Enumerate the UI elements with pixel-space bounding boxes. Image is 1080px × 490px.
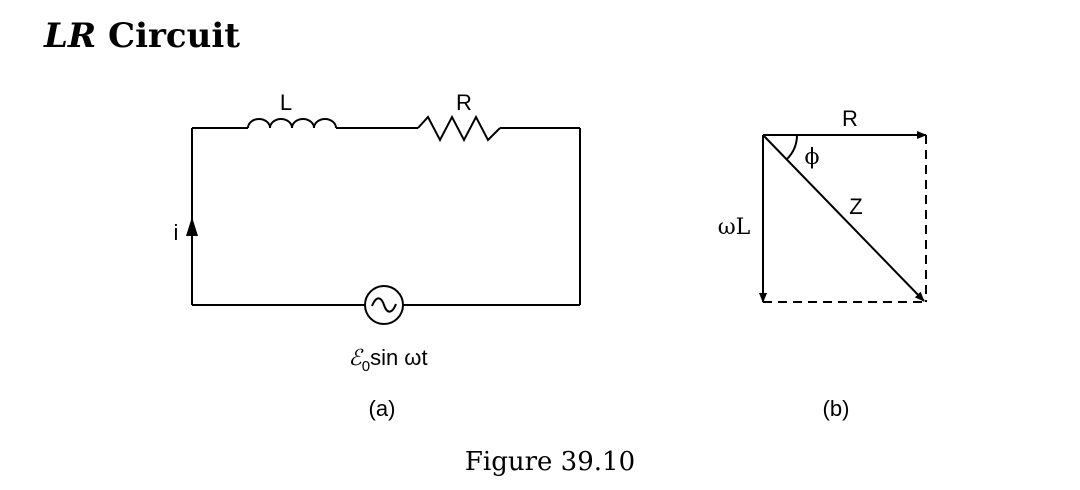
z-phasor-arrow (762, 134, 925, 302)
resistor-label: R (456, 90, 472, 115)
wl-phasor-label: ωL (718, 215, 751, 240)
emf-symbol: ℰ (348, 346, 364, 371)
title-text: Circuit (108, 16, 240, 56)
panel-label-a: (a) (369, 396, 396, 421)
emf-subscript: 0 (362, 358, 370, 375)
phi-angle-arc (786, 134, 798, 160)
current-arrow-icon (186, 217, 198, 236)
emf-expression: sin ωt (370, 345, 428, 370)
source-label: ℰ0sin ωt (348, 345, 427, 375)
r-phasor-label: R (842, 106, 858, 131)
sine-wave-icon (371, 297, 397, 313)
panel-label-b: (b) (823, 396, 850, 421)
inductor-coil-icon (247, 118, 337, 129)
resistor-zigzag-icon (417, 114, 501, 143)
current-label: i (174, 220, 179, 245)
title-symbol: LR (44, 16, 97, 56)
lr-circuit (186, 114, 581, 325)
phi-angle-label: ϕ (805, 145, 820, 170)
impedance-phasor-diagram (759, 131, 927, 303)
page-title: LR Circuit (44, 16, 240, 56)
z-phasor-label: Z (849, 194, 862, 219)
inductor-label: L (280, 90, 292, 115)
figure-caption: Figure 39.10 (465, 447, 635, 477)
